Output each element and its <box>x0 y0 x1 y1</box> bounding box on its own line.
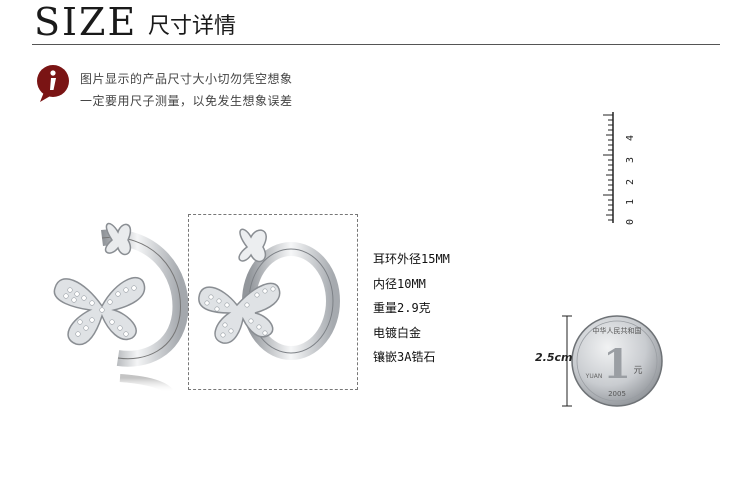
ruler-mark: 3 <box>625 157 636 163</box>
coin-pinyin: YUAN <box>585 373 603 380</box>
info-bubble-icon <box>36 64 72 108</box>
ruler-mark: 1 <box>625 199 636 205</box>
ruler-mark: 4 <box>625 135 636 141</box>
page-title: SIZE <box>34 0 138 44</box>
header-divider <box>32 44 720 45</box>
coin-denomination: 1 <box>603 341 631 388</box>
earring-photo-left <box>40 210 190 414</box>
ruler-mark: 0 <box>625 219 636 225</box>
notice-line-1: 图片显示的产品尺寸大小切勿凭空想象 <box>80 72 293 86</box>
ruler-mark: 2 <box>625 179 636 185</box>
coin-unit: 元 <box>633 366 642 376</box>
coin-size-label: 2.5cm <box>535 351 573 364</box>
ruler: 0 1 2 3 4 <box>600 110 650 239</box>
spec-plating: 电镀白金 <box>373 326 422 340</box>
page-subtitle: 尺寸详情 <box>148 14 237 39</box>
spec-stone: 镶嵌3A锆石 <box>373 350 436 364</box>
notice-line-2: 一定要用尺子测量，以免发生想象误差 <box>80 94 293 108</box>
spec-inner-diameter: 内径10MM <box>373 277 426 291</box>
coin-top-text: 中华人民共和国 <box>593 326 642 335</box>
coin-comparison: 中华人民共和国 1 元 YUAN 2005 <box>520 308 670 417</box>
earring-photo-frame <box>188 214 358 390</box>
coin-year: 2005 <box>608 390 626 398</box>
spec-outer-diameter: 耳环外径15MM <box>373 252 450 266</box>
spec-weight: 重量2.9克 <box>373 301 431 315</box>
earring-photo-right <box>198 228 340 360</box>
